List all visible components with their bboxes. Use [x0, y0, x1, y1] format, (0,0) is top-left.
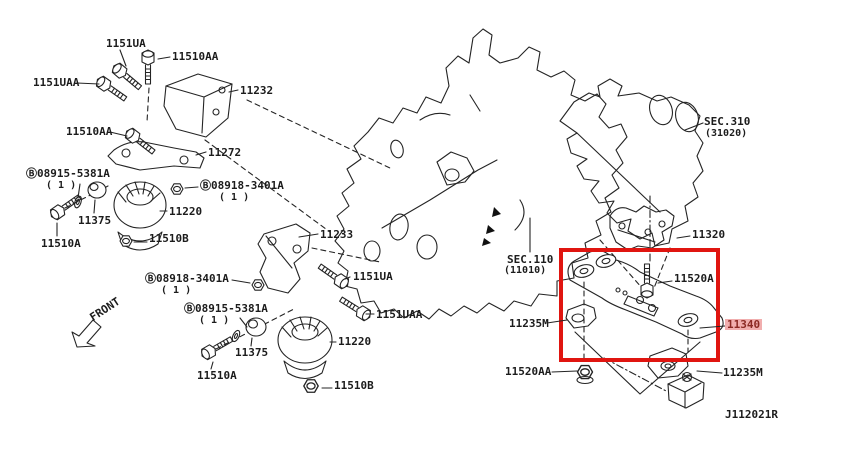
part-label-11235m-left[interactable]: 11235M — [509, 317, 549, 330]
qty-label: ( 1 ) — [46, 180, 77, 191]
part-label-11510b-top[interactable]: 11510B — [149, 232, 189, 245]
qty-label: ( 1 ) — [199, 315, 230, 326]
part-label-b08918-bot[interactable]: Ⓑ08918-3401A — [145, 272, 229, 285]
part-label-11235m-right[interactable]: 11235M — [723, 366, 763, 379]
part-label-11220-bot[interactable]: 11220 — [338, 335, 372, 348]
part-label-11520aa[interactable]: 11520AA — [505, 365, 552, 378]
part-label-11510aa-top[interactable]: 11510AA — [172, 50, 219, 63]
drawing-code: J112021R — [725, 408, 778, 421]
part-label-11220-top[interactable]: 11220 — [169, 205, 203, 218]
engine-mount-11220-bottom — [277, 316, 333, 380]
stopper-11235m-left — [565, 303, 597, 329]
qty-label: ( 1 ) — [219, 192, 250, 203]
part-label-11375-bot[interactable]: 11375 — [235, 346, 269, 359]
highlight-box — [559, 248, 720, 362]
section-ref-110: SEC.110 — [507, 253, 554, 266]
part-label-11340-highlighted[interactable]: 11340 — [725, 318, 763, 331]
leader-lines — [56, 49, 726, 389]
bracket-11233 — [257, 223, 311, 294]
part-label-11510a-top[interactable]: 11510A — [41, 237, 81, 250]
part-label-b08915-bot[interactable]: Ⓑ08915-5381A — [184, 302, 268, 315]
mount-insulator-cube — [667, 371, 705, 409]
part-label-b08918-top[interactable]: Ⓑ08918-3401A — [200, 179, 284, 192]
part-label-11375-top[interactable]: 11375 — [78, 214, 112, 227]
section-ref-310: SEC.310 — [704, 115, 751, 128]
section-ref-110-sub: (11010) — [504, 265, 547, 276]
part-label-1151ua-bot[interactable]: 1151UA — [353, 270, 393, 283]
crossmember-11340 — [567, 249, 724, 340]
stopper-11235m-right — [647, 347, 689, 379]
part-label-b08915-top[interactable]: Ⓑ08915-5381A — [26, 167, 110, 180]
part-label-11320[interactable]: 11320 — [692, 228, 726, 241]
part-label-11232[interactable]: 11232 — [240, 84, 274, 97]
bracket-11320 — [609, 205, 675, 251]
transmission-outline — [559, 78, 704, 247]
part-label-11272[interactable]: 11272 — [208, 146, 242, 159]
part-label-1151uaa-bot[interactable]: 1151UAA — [376, 308, 423, 321]
part-label-11510a-bot[interactable]: 11510A — [197, 369, 237, 382]
bushing-11375-bottom — [245, 317, 267, 337]
part-label-11233[interactable]: 11233 — [320, 228, 354, 241]
engine-mount-11220-left — [113, 181, 167, 251]
bolt-11520aa — [576, 364, 594, 385]
qty-label: ( 1 ) — [161, 285, 192, 296]
bracket-11232 — [163, 73, 233, 138]
front-arrow — [71, 319, 102, 348]
section-ref-310-sub: (31020) — [705, 128, 748, 139]
part-label-1151uaa-top[interactable]: 1151UAA — [33, 76, 80, 89]
part-label-1151ua-top[interactable]: 1151UA — [106, 37, 146, 50]
bracket-11272 — [107, 141, 205, 171]
bushing-11375-left — [87, 181, 107, 199]
part-label-11510b-bot[interactable]: 11510B — [334, 379, 374, 392]
part-label-11520a[interactable]: 11520A — [674, 272, 714, 285]
part-label-11510aa-mid[interactable]: 11510AA — [66, 125, 113, 138]
